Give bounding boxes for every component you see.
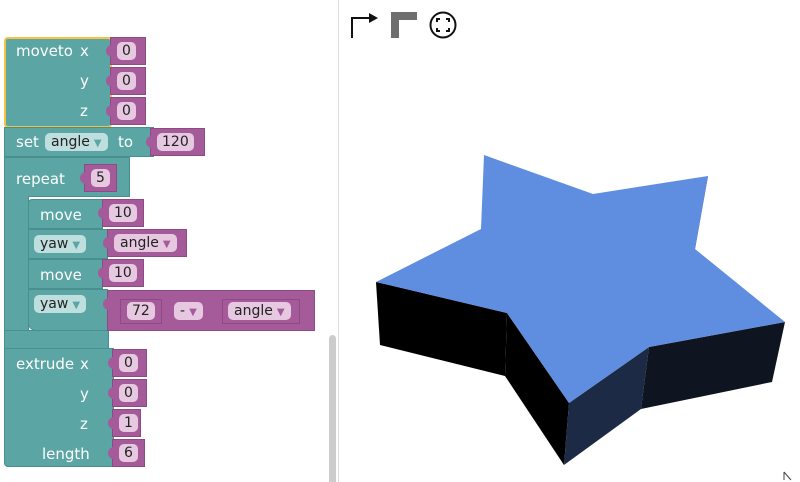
chevron-down-icon: ▼ bbox=[162, 239, 171, 250]
chevron-down-icon: ▼ bbox=[276, 307, 285, 318]
moveto-z-input[interactable]: 0 bbox=[106, 97, 146, 125]
to-label: to bbox=[118, 133, 134, 151]
moveto-block[interactable] bbox=[4, 37, 112, 128]
chevron-down-icon: ▼ bbox=[93, 138, 102, 149]
moveto-x-label: x bbox=[80, 42, 89, 60]
operator-dropdown[interactable]: -▼ bbox=[174, 302, 203, 320]
extrude-x-label: x bbox=[80, 355, 89, 373]
panel-divider[interactable] bbox=[338, 0, 339, 482]
fit-view-icon[interactable] bbox=[428, 10, 458, 40]
repeat-times-input[interactable]: 5 bbox=[80, 164, 117, 192]
moveto-label: moveto bbox=[16, 42, 73, 60]
extrude-z-label: z bbox=[80, 415, 88, 433]
yaw-axis-dropdown-1[interactable]: yaw▼ bbox=[34, 235, 87, 253]
extrude-length-input[interactable]: 6 bbox=[108, 439, 145, 467]
rhs-variable-slot bbox=[222, 299, 300, 324]
yaw-value-block-1[interactable]: angle▼ bbox=[103, 229, 187, 257]
corner-l-icon[interactable] bbox=[389, 10, 419, 40]
workspace-scrollbar[interactable] bbox=[329, 335, 336, 482]
extrude-x-input[interactable]: 0 bbox=[108, 349, 147, 377]
extrude-y-label: y bbox=[80, 385, 89, 403]
repeat-label: repeat bbox=[16, 170, 65, 188]
chevron-down-icon: ▼ bbox=[72, 300, 81, 311]
extrude-block[interactable] bbox=[4, 348, 114, 467]
lhs-number-input[interactable]: 72 bbox=[127, 302, 155, 320]
extrude-z-input[interactable]: 1 bbox=[108, 409, 141, 437]
lhs-number-slot bbox=[120, 299, 162, 324]
moveto-x-input[interactable]: 0 bbox=[106, 37, 146, 65]
set-value-input[interactable]: 120 bbox=[146, 128, 205, 156]
move-block-2[interactable] bbox=[28, 259, 103, 289]
repeat-block-footer bbox=[4, 330, 109, 350]
move-value-input-1[interactable]: 10 bbox=[98, 199, 144, 227]
move-value-input-2[interactable]: 10 bbox=[98, 259, 144, 287]
3d-viewer[interactable] bbox=[339, 0, 800, 482]
blocks-workspace[interactable]: moveto x y z 0 0 0 set angle▼ to 120 rep… bbox=[0, 0, 338, 482]
arithmetic-block[interactable]: 72 -▼ angle▼ bbox=[103, 290, 315, 331]
yaw-axis-dropdown-2[interactable]: yaw▼ bbox=[34, 295, 87, 313]
arrow-corner-icon[interactable] bbox=[349, 10, 379, 40]
chevron-down-icon: ▼ bbox=[189, 307, 197, 318]
mouse-cursor-icon bbox=[783, 471, 792, 481]
moveto-y-input[interactable]: 0 bbox=[106, 67, 146, 95]
extruded-star-shape[interactable] bbox=[339, 0, 800, 482]
moveto-z-label: z bbox=[80, 102, 88, 120]
repeat-block-spine bbox=[4, 196, 29, 336]
variable-dropdown[interactable]: angle▼ bbox=[45, 133, 108, 151]
angle-variable-dropdown-2[interactable]: angle▼ bbox=[228, 302, 291, 320]
extrude-label: extrude bbox=[16, 355, 75, 373]
moveto-y-label: y bbox=[80, 72, 89, 90]
extrude-length-label: length bbox=[42, 445, 90, 463]
move-label-1: move bbox=[40, 206, 82, 224]
extrude-y-input[interactable]: 0 bbox=[108, 379, 147, 407]
chevron-down-icon: ▼ bbox=[72, 240, 81, 251]
set-label: set bbox=[16, 133, 39, 151]
move-label-2: move bbox=[40, 266, 82, 284]
angle-variable-dropdown-1[interactable]: angle▼ bbox=[114, 234, 177, 252]
